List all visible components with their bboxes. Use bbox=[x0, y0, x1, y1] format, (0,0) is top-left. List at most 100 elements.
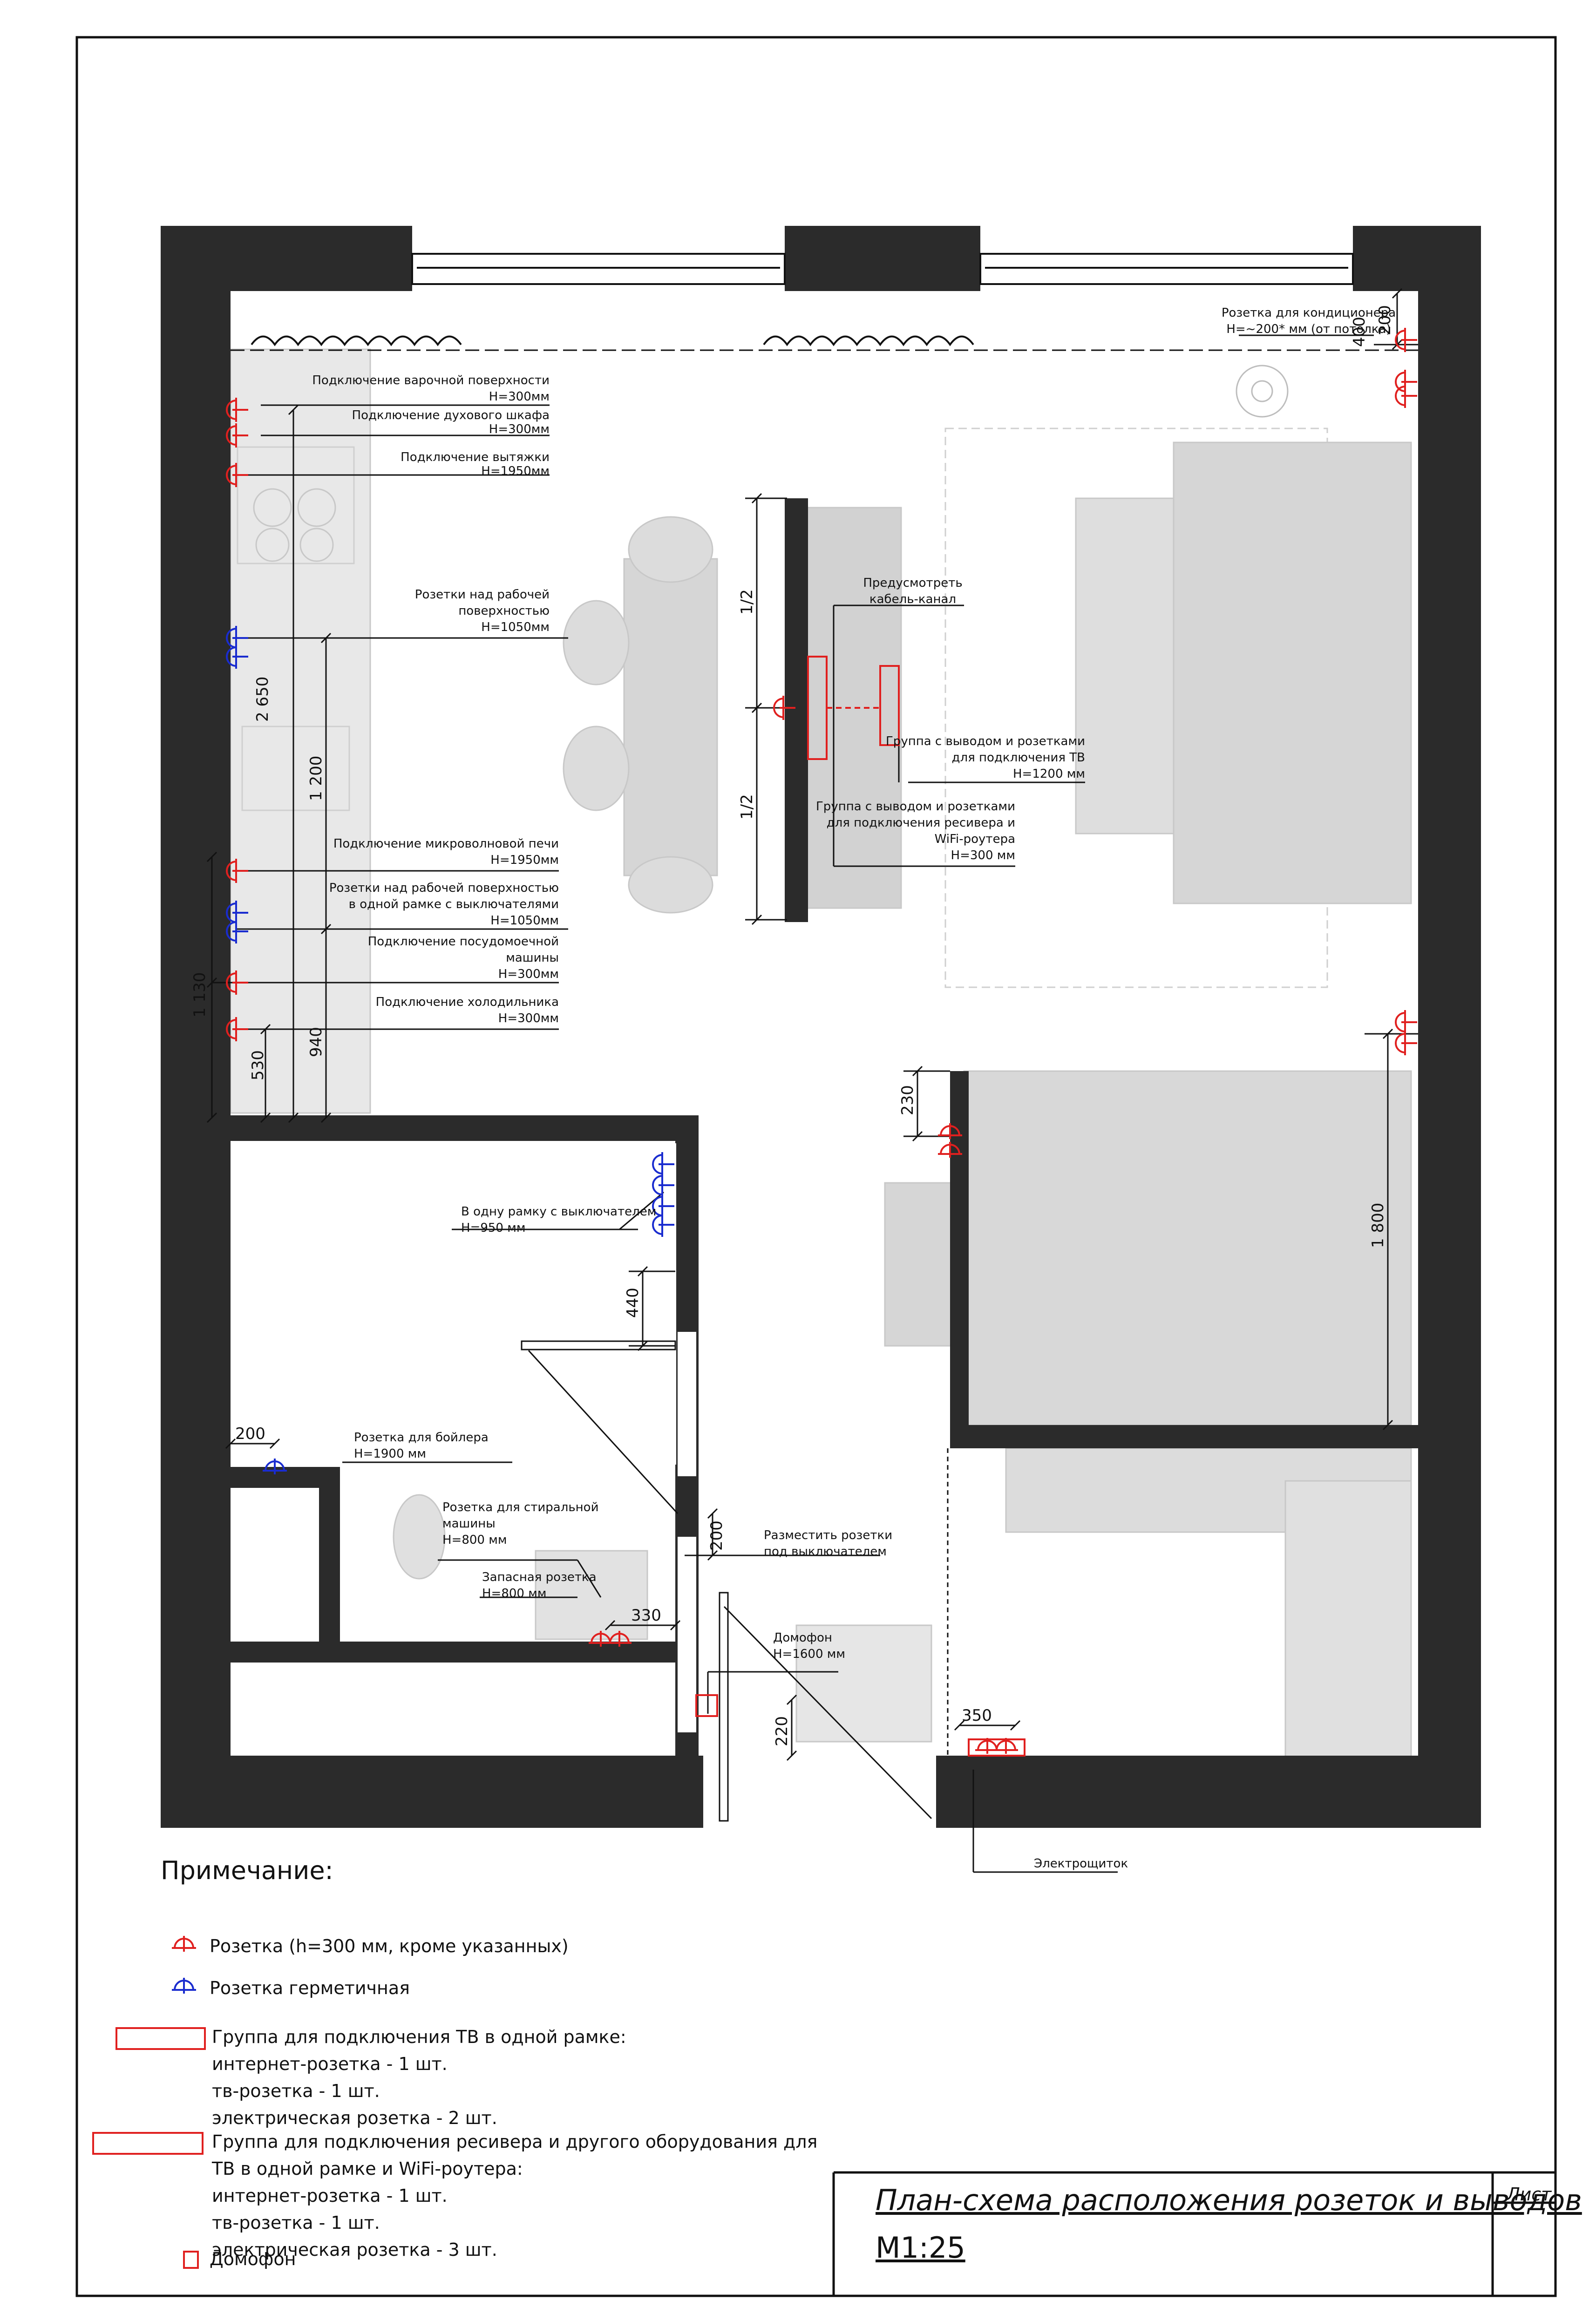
svg-text:Разместить розетки: Разместить розетки bbox=[764, 1528, 892, 1542]
svg-text:для подключения ресивера и: для подключения ресивера и bbox=[827, 816, 1015, 830]
svg-text:под выключателем: под выключателем bbox=[764, 1545, 887, 1559]
drawing-frame bbox=[75, 36, 1557, 2297]
svg-text:H=300мм: H=300мм bbox=[489, 390, 550, 404]
note-cable-channel: Предусмотреть кабель-канал bbox=[863, 576, 962, 606]
dim-1130: 1 130 bbox=[190, 972, 209, 1018]
svg-text:H=300мм: H=300мм bbox=[498, 1011, 559, 1025]
dim-200-bath: 200 bbox=[707, 1520, 726, 1551]
dim-200-ac: 200 bbox=[1376, 305, 1394, 335]
svg-text:Группа с выводом и розетками: Группа с выводом и розетками bbox=[816, 800, 1015, 814]
dim-330: 330 bbox=[631, 1606, 661, 1625]
legend-socket: Розетка (h=300 мм, кроме указанных) bbox=[210, 1936, 569, 1956]
intercom-icon bbox=[695, 1694, 718, 1717]
dim-200-boiler: 200 bbox=[235, 1425, 265, 1443]
legend-receiver-group: Группа для подключения ресивера и другог… bbox=[212, 2128, 817, 2263]
svg-text:H=950 мм: H=950 мм bbox=[461, 1221, 525, 1235]
svg-text:H=300мм: H=300мм bbox=[498, 967, 559, 981]
svg-text:Розетка для стиральной: Розетка для стиральной bbox=[442, 1500, 598, 1514]
svg-text:H=300 мм: H=300 мм bbox=[951, 848, 1015, 862]
legend-tv-group: Группа для подключения ТВ в одной рамке:… bbox=[212, 2023, 626, 2131]
legend-tv-line: Группа для подключения ТВ в одной рамке: bbox=[212, 2027, 626, 2047]
legend-rec-line: Группа для подключения ресивера и другог… bbox=[212, 2131, 818, 2152]
dim-half-1: 1/2 bbox=[738, 589, 756, 615]
legend-title: Примечание: bbox=[161, 1856, 333, 1885]
title-block bbox=[832, 2171, 1555, 2296]
svg-text:Розетки над рабочей поверхност: Розетки над рабочей поверхностью bbox=[329, 881, 559, 895]
svg-text:в одной рамке с выключателями: в одной рамке с выключателями bbox=[349, 897, 559, 911]
dim-half-2: 1/2 bbox=[738, 794, 756, 820]
wall-openings bbox=[231, 1143, 966, 1830]
svg-text:H=1600 мм: H=1600 мм bbox=[773, 1647, 845, 1661]
svg-text:H=1200 мм: H=1200 мм bbox=[1013, 767, 1085, 781]
legend-rec-line: тв-розетка - 1 шт. bbox=[212, 2212, 380, 2233]
svg-text:Предусмотреть: Предусмотреть bbox=[863, 576, 962, 590]
drawing-title: План-схема расположения розеток и выводо… bbox=[876, 2183, 1582, 2217]
svg-text:кабель-канал: кабель-канал bbox=[869, 592, 956, 606]
svg-text:Подключение варочной поверхнос: Подключение варочной поверхности bbox=[312, 373, 550, 387]
svg-text:Розетка для кондиционера: Розетка для кондиционера bbox=[1222, 306, 1396, 320]
dim-1800: 1 800 bbox=[1369, 1203, 1387, 1248]
note-under-switch: Разместить розетки под выключателем bbox=[764, 1528, 892, 1559]
dim-350: 350 bbox=[962, 1706, 992, 1725]
svg-text:Подключение духового шкафа: Подключение духового шкафа bbox=[352, 408, 550, 422]
svg-text:H=1950мм: H=1950мм bbox=[490, 853, 559, 867]
dim-400-ac: 400 bbox=[1350, 317, 1369, 347]
legend-rec-line: интернет-розетка - 1 шт. bbox=[212, 2185, 448, 2206]
svg-text:H=1050мм: H=1050мм bbox=[490, 914, 559, 928]
legend-rec-line: электрическая розетка - 3 шт. bbox=[212, 2240, 497, 2260]
svg-text:Запасная розетка: Запасная розетка bbox=[482, 1570, 597, 1584]
dim-1200: 1 200 bbox=[307, 756, 326, 801]
legend-tv-line: электрическая розетка - 2 шт. bbox=[212, 2108, 497, 2128]
furniture-layer bbox=[230, 348, 1412, 1761]
legend-symbols bbox=[92, 1935, 206, 2269]
electrical-panel bbox=[968, 1738, 1026, 1757]
note-receiver-group: Группа с выводом и розетками для подключе… bbox=[816, 800, 1015, 862]
svg-text:машины: машины bbox=[442, 1517, 496, 1531]
svg-text:H=300мм: H=300мм bbox=[489, 422, 550, 436]
svg-text:Электрощиток: Электрощиток bbox=[1034, 1857, 1128, 1871]
drawing-scale: М1:25 bbox=[876, 2231, 965, 2265]
svg-text:машины: машины bbox=[506, 951, 559, 965]
dim-2650: 2 650 bbox=[253, 677, 272, 722]
legend-tv-line: интернет-розетка - 1 шт. bbox=[212, 2054, 448, 2074]
legend-rec-line: ТВ в одной рамке и WiFi-роутера: bbox=[212, 2158, 523, 2179]
dim-530: 530 bbox=[249, 1050, 267, 1080]
dim-440: 440 bbox=[624, 1288, 642, 1318]
note-panel: Электрощиток bbox=[1034, 1857, 1128, 1871]
svg-text:Группа с выводом и розетками: Группа с выводом и розетками bbox=[886, 734, 1085, 748]
dimension-lines bbox=[211, 293, 1418, 1873]
svg-text:Розетка для бойлера: Розетка для бойлера bbox=[354, 1431, 489, 1445]
svg-text:WiFi-роутера: WiFi-роутера bbox=[935, 832, 1015, 846]
svg-text:Подключение посудомоечной: Подключение посудомоечной bbox=[368, 935, 559, 949]
dim-940: 940 bbox=[307, 1027, 326, 1057]
legend-sealed: Розетка герметичная bbox=[210, 1978, 410, 1998]
svg-text:Подключение микроволновой печи: Подключение микроволновой печи bbox=[333, 837, 559, 851]
svg-text:H=1050мм: H=1050мм bbox=[481, 620, 550, 634]
svg-text:H=800 мм: H=800 мм bbox=[482, 1587, 546, 1601]
annotations: Подключение варочной поверхностиH=300мм … bbox=[312, 306, 1396, 1871]
note-worktop-switch: Розетки над рабочей поверхностью в одной … bbox=[329, 881, 559, 928]
tv-groups bbox=[807, 656, 900, 760]
svg-text:В одну рамку с выключателем: В одну рамку с выключателем bbox=[461, 1205, 656, 1219]
svg-text:H=~200* мм (от потолка): H=~200* мм (от потолка) bbox=[1226, 322, 1391, 336]
dim-220: 220 bbox=[773, 1716, 791, 1746]
legend-intercom: Домофон bbox=[210, 2249, 296, 2269]
curtains bbox=[231, 335, 1418, 351]
svg-text:H=800 мм: H=800 мм bbox=[442, 1533, 507, 1547]
dimension-labels: 2 650 1 200 1 130 530 940 1 800 230 440 … bbox=[190, 305, 1394, 1746]
sheet-label: Лист bbox=[1507, 2184, 1552, 2205]
svg-text:Подключение вытяжки: Подключение вытяжки bbox=[401, 450, 550, 464]
